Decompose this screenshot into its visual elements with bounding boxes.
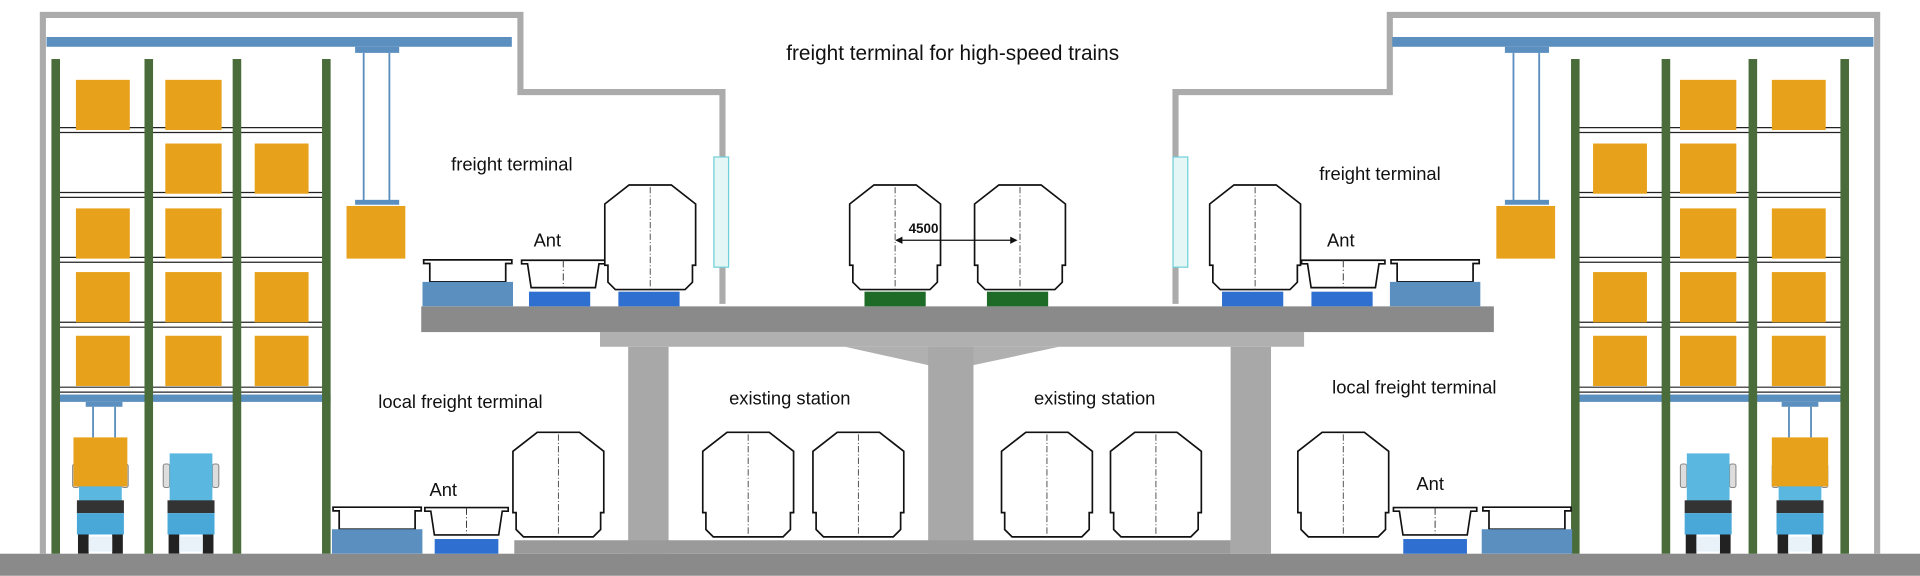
wagon-upper-left <box>422 258 514 307</box>
train-lower-2 <box>701 431 795 540</box>
cargo-box <box>254 272 309 323</box>
cargo-box <box>75 272 130 323</box>
truck-right-2 <box>1771 401 1829 554</box>
hst-base <box>864 291 926 307</box>
ant-label: Ant <box>1416 473 1444 494</box>
cargo-box <box>75 208 130 259</box>
cargo-box <box>1593 143 1647 194</box>
cargo-box <box>254 335 309 386</box>
upper-deck-slab <box>421 306 1494 333</box>
cargo-box <box>165 143 222 194</box>
cargo-box <box>165 335 222 386</box>
cargo-box <box>1680 208 1737 259</box>
cargo-box <box>165 79 222 131</box>
ant-base <box>618 291 680 307</box>
ant-cart-lower-right <box>1392 506 1478 536</box>
ant-label: Ant <box>429 479 457 500</box>
glass-pane-right <box>1172 156 1189 268</box>
ant-base <box>1311 291 1373 307</box>
cargo-box <box>254 143 309 194</box>
cargo-box <box>1680 79 1737 131</box>
train-lower-5 <box>1109 431 1203 540</box>
ant-cart-upper-right <box>1300 259 1386 289</box>
cargo-box <box>1593 335 1647 386</box>
storage-rack-left <box>51 59 331 554</box>
ant-base <box>528 291 591 307</box>
freight-terminal-label-right: freight terminal <box>1319 163 1440 184</box>
pillar-left <box>628 346 669 554</box>
track-spacing-dimension: 4500 <box>895 221 1018 244</box>
train-upper-left <box>603 183 697 292</box>
wagon-lower-left <box>331 506 423 554</box>
crane-hoist-right <box>1496 46 1556 259</box>
train-lower-4 <box>1000 431 1094 540</box>
train-lower-1 <box>512 431 605 540</box>
ant-cart-lower-left <box>424 506 510 536</box>
truck-left-2 <box>162 453 220 554</box>
high-speed-train-2 <box>973 183 1067 292</box>
existing-station-label-right: existing station <box>1034 387 1155 408</box>
cargo-box <box>1680 272 1737 323</box>
pillar-right <box>1230 346 1272 554</box>
ant-base <box>434 539 499 554</box>
train-upper-right <box>1208 183 1302 292</box>
local-freight-terminal-label-right: local freight terminal <box>1332 376 1496 397</box>
cargo-box <box>75 335 130 386</box>
freight-terminal-label-left: freight terminal <box>451 153 572 174</box>
diagram-title: freight terminal for high-speed trains <box>786 42 1119 65</box>
cargo-box <box>75 79 130 131</box>
cargo-box <box>1680 143 1737 194</box>
glass-pane-left <box>713 156 730 268</box>
cargo-box <box>1680 335 1737 386</box>
storage-rack-right <box>1571 59 1849 554</box>
cargo-box <box>1771 272 1826 323</box>
cargo-box <box>1771 79 1826 131</box>
cargo-box <box>1593 272 1647 323</box>
track-spacing-label: 4500 <box>909 221 939 236</box>
wagon-lower-right <box>1481 506 1573 554</box>
pillar-center <box>928 346 974 554</box>
ground <box>0 553 1920 576</box>
cargo-box <box>165 272 222 323</box>
viaduct <box>421 306 1494 554</box>
right-building-outline <box>1172 11 1881 554</box>
hst-base <box>986 291 1049 307</box>
left-building-outline <box>39 11 726 554</box>
ant-label: Ant <box>534 229 562 250</box>
ant-base <box>1403 539 1467 554</box>
crane-beam-left <box>46 36 512 47</box>
truck-left-1 <box>72 401 129 554</box>
ant-base <box>1222 291 1284 307</box>
ant-label: Ant <box>1327 229 1355 250</box>
train-lower-3 <box>812 431 905 540</box>
existing-station-label-left: existing station <box>729 387 850 408</box>
local-freight-terminal-label-left: local freight terminal <box>378 391 542 412</box>
wagon-upper-right <box>1389 258 1481 307</box>
ant-cart-upper-left <box>520 259 606 289</box>
train-lower-6 <box>1296 431 1390 540</box>
crane-beam-right <box>1392 36 1874 47</box>
cargo-box <box>1771 335 1826 386</box>
cargo-box <box>1771 208 1826 259</box>
crane-hoist-left <box>346 46 406 259</box>
cargo-box <box>165 208 222 259</box>
truck-right-1 <box>1679 453 1737 554</box>
